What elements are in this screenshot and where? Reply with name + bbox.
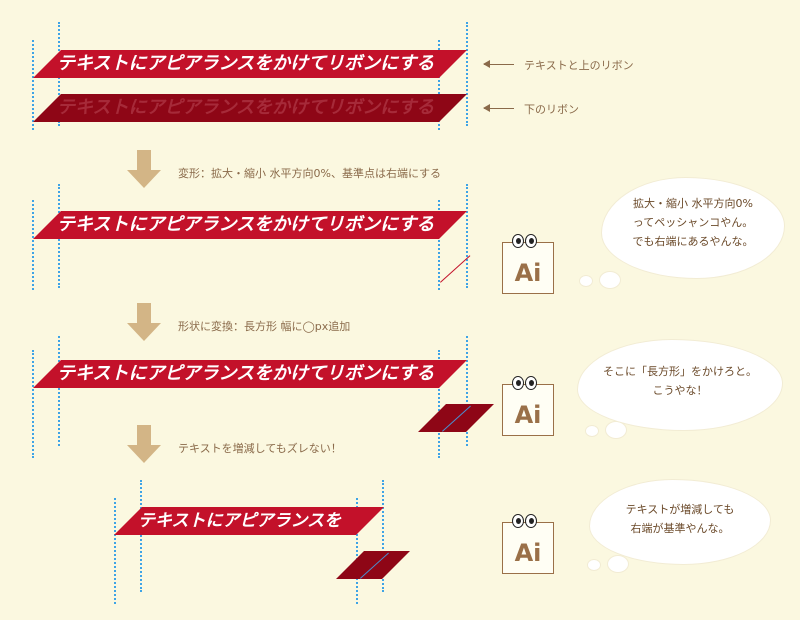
guide-line (140, 480, 142, 592)
eye-icon (512, 234, 524, 248)
arrow-head (127, 445, 161, 463)
bubble-dot (606, 422, 626, 438)
bubble-line: テキストが増減しても (625, 503, 735, 516)
step-3-label: テキストを増減してもズレない！ (178, 442, 342, 455)
ribbon-top: テキストにアピアランスをかけてリボンにする (33, 50, 467, 78)
guide-line (32, 40, 34, 130)
step-1-label: 変形：拡大・縮小 水平方向0%、基準点は右端にする (178, 167, 442, 180)
eye-icon (525, 376, 537, 390)
bubble-line: 右端が基準やんな。 (630, 522, 730, 535)
step-2-label: 形状に変換：長方形 幅に◯px追加 (178, 320, 351, 333)
bubble-dot (588, 560, 600, 570)
bubble-line: ってペッシャンコやん。 (632, 216, 754, 229)
bubble-line: でも右端にあるやんな。 (632, 235, 754, 248)
illustrator-icon: Ai (502, 376, 554, 436)
eye-icon (512, 376, 524, 390)
eye-icon (512, 514, 524, 528)
guide-line (466, 336, 468, 446)
guide-line (438, 200, 440, 290)
bubble-line: 拡大・縮小 水平方向0% (633, 197, 753, 210)
guide-line (32, 200, 34, 290)
bubble-dot (600, 272, 620, 288)
guide-line (438, 40, 440, 130)
legend-label-bottom: 下のリボン (524, 103, 579, 116)
illustrator-icon: Ai (502, 234, 554, 294)
guide-line (466, 22, 468, 126)
eye-icon (525, 234, 537, 248)
ai-label: Ai (514, 259, 542, 287)
ribbon-top: テキストにアピアランスをかけてリボンにする (33, 211, 467, 239)
down-arrow (127, 303, 161, 343)
guide-line (58, 336, 60, 446)
guide-line (114, 498, 116, 604)
ribbon-bottom: テキストにアピアランスをかけてリボンにする (33, 94, 467, 122)
guide-line (382, 480, 384, 592)
speech-bubble: テキストが増減しても 右端が基準やんな。 (590, 480, 770, 564)
bubble-dot (580, 276, 592, 286)
bubble-dot (608, 556, 628, 572)
legend-arrow-top (483, 60, 514, 68)
bubble-line: こうやな！ (652, 384, 708, 397)
speech-bubble: 拡大・縮小 水平方向0% ってペッシャンコやん。 でも右端にあるやんな。 (602, 178, 784, 278)
speech-bubble: そこに「長方形」をかけろと。 こうやな！ (578, 340, 782, 430)
arrow-stem (137, 150, 151, 172)
guide-line (438, 350, 440, 458)
down-arrow (127, 425, 161, 465)
ai-label: Ai (514, 539, 542, 567)
ribbon-top: テキストにアピアランスをかけてリボンにする (33, 360, 467, 388)
arrow-stem (137, 303, 151, 325)
guide-line (466, 184, 468, 288)
legend-arrow-bottom (483, 104, 514, 112)
ribbon-top: テキストにアピアランスを (114, 507, 384, 535)
down-arrow (127, 150, 161, 190)
bubble-dot (586, 426, 598, 436)
ai-label: Ai (514, 401, 542, 429)
arrow-stem (137, 425, 151, 447)
eye-icon (525, 514, 537, 528)
legend-label-top: テキストと上のリボン (524, 59, 634, 72)
arrow-head (127, 170, 161, 188)
illustrator-icon: Ai (502, 514, 554, 574)
guide-line (356, 498, 358, 604)
guide-line (32, 350, 34, 458)
arrow-head (127, 323, 161, 341)
bubble-line: そこに「長方形」をかけろと。 (603, 365, 757, 378)
